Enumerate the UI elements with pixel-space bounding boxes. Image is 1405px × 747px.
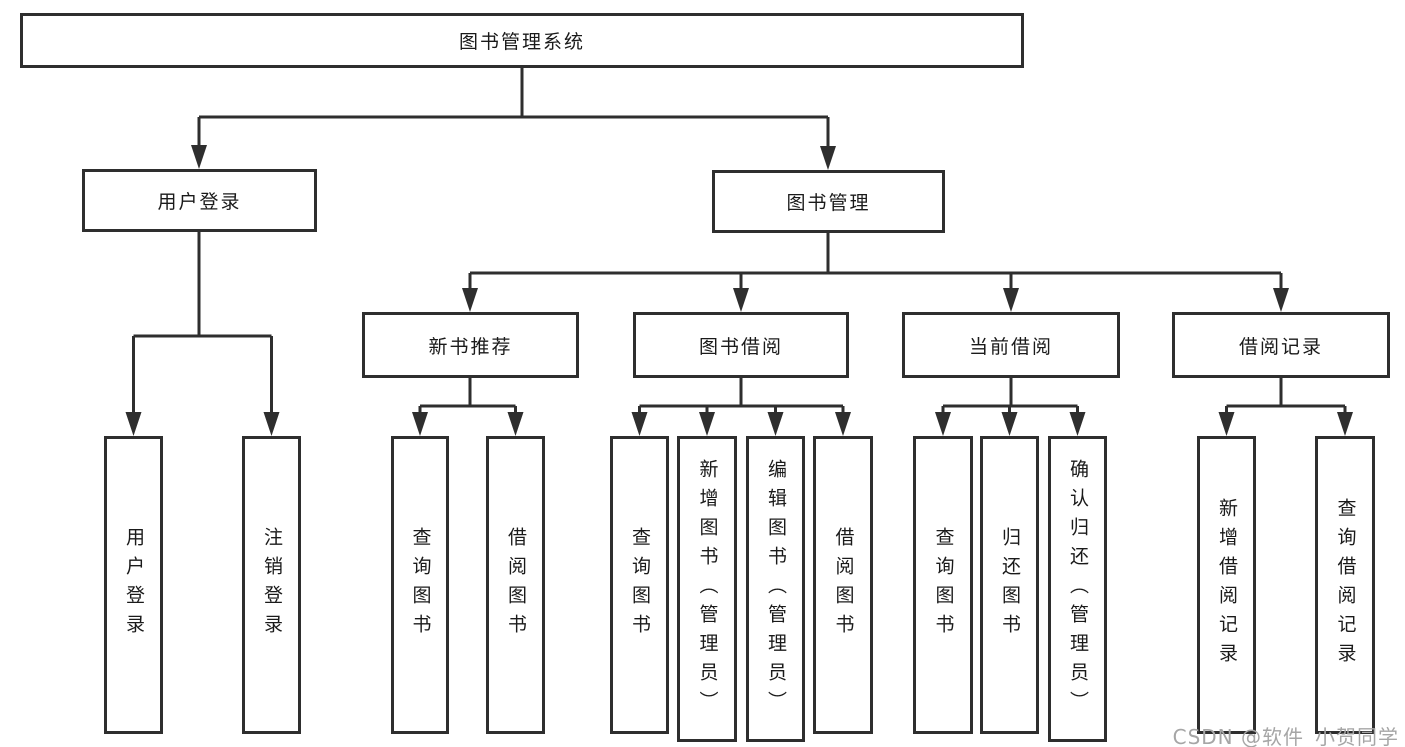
connector-user-login [125,232,280,436]
node-label: 用户登录 [123,527,145,643]
connector-borrowing-records [1218,378,1353,436]
node-user-login-leaf: 用户登录 [104,436,163,734]
node-new-book-recommendation: 新书推荐 [362,312,579,378]
node-edit-book-admin: 编辑图书（管理员） [746,436,805,742]
node-add-book-admin: 新增图书（管理员） [677,436,737,742]
arrowhead [733,288,749,312]
node-label: 图书管理系统 [458,31,585,53]
arrowhead [1337,412,1353,436]
node-return-book: 归还图书 [980,436,1039,734]
arrowhead [1001,412,1018,436]
node-book-borrowing: 图书借阅 [633,312,849,378]
arrowhead [820,146,836,170]
node-label: 用户登录 [157,191,242,213]
node-label: 当前借阅 [968,335,1053,358]
arrowhead [835,412,851,436]
arrowhead [1218,412,1235,436]
connector-book-borrowing [631,378,851,436]
arrowhead [191,145,207,169]
node-query-books-recommend: 查询图书 [391,436,449,734]
csdn-watermark: CSDN @软件_小贺同学 [1172,725,1399,747]
node-borrowing-records: 借阅记录 [1172,312,1390,378]
arrowhead [462,288,478,312]
node-label: 查询图书 [932,527,955,643]
arrowhead [507,412,524,436]
node-label: 查询图书 [409,527,432,643]
arrowhead [631,412,648,436]
node-label: 新增图书（管理员） [696,458,719,720]
node-query-books-borrowing: 查询图书 [610,436,669,734]
connector-root [191,68,836,170]
node-query-books-current: 查询图书 [913,436,973,734]
node-label: 新书推荐 [428,335,513,358]
node-query-borrow-record: 查询借阅记录 [1315,436,1375,734]
node-add-borrow-record: 新增借阅记录 [1197,436,1256,734]
node-label: 查询借阅记录 [1334,498,1357,672]
node-current-borrowing: 当前借阅 [902,312,1120,378]
arrowhead [1003,288,1019,312]
node-book-management: 图书管理 [712,170,945,233]
node-label: 新增借阅记录 [1216,498,1238,672]
arrowhead [699,412,715,436]
node-label: 借阅图书 [832,527,855,643]
arrowhead [1069,412,1086,436]
node-library-management-system: 图书管理系统 [20,13,1024,68]
arrowhead [1273,288,1289,312]
arrowhead [767,412,784,436]
node-label: 图书管理 [786,192,871,214]
node-label: 编辑图书（管理员） [765,458,787,720]
connector-current-borrowing [935,378,1086,436]
arrowhead [935,412,951,436]
node-borrow-books-borrowing: 借阅图书 [813,436,873,734]
node-label: 借阅图书 [505,527,527,643]
arrowhead [263,412,280,436]
connector-new-book-recommendation [412,378,524,436]
node-borrow-books-recommend: 借阅图书 [486,436,545,734]
connector-book-management [462,233,1289,312]
node-label: 注销登录 [261,527,283,643]
arrowhead [412,412,428,436]
node-label: 借阅记录 [1238,335,1323,358]
node-label: 图书借阅 [698,335,783,358]
node-label: 归还图书 [999,527,1021,643]
node-logout: 注销登录 [242,436,301,734]
node-label: 确认归还（管理员） [1067,458,1089,720]
node-user-login: 用户登录 [82,169,317,232]
node-confirm-return-admin: 确认归还（管理员） [1048,436,1107,742]
arrowhead [125,412,142,436]
node-label: 查询图书 [629,527,651,643]
